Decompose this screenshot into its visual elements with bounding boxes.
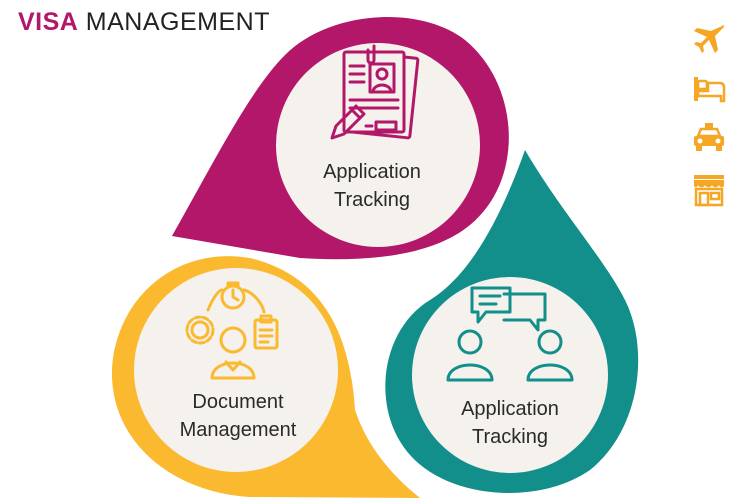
teal-inner-circle [412,277,608,473]
node-3-label-line2: Tracking [472,426,548,448]
title-rest: MANAGEMENT [78,8,270,36]
magenta-inner-circle [276,43,480,247]
airplane-icon [694,25,725,53]
bed-icon [694,77,726,103]
node-2-label-line1: Document [192,391,284,413]
node-2-label-line2: Management [180,419,297,441]
page-title: VISA MANAGEMENT [18,8,270,37]
title-accent: VISA [18,8,79,36]
side-icon-column [692,22,728,226]
yellow-inner-circle [134,268,338,472]
taxi-icon [694,123,724,151]
node-1-label-line2: Tracking [334,189,410,211]
application-form-icon [330,44,420,140]
conversation-icon [446,286,574,382]
store-icon [694,175,724,207]
node-3-label-line1: Application [461,398,559,420]
team-planning-icon [185,281,279,380]
node-1-label-line1: Application [323,161,421,183]
